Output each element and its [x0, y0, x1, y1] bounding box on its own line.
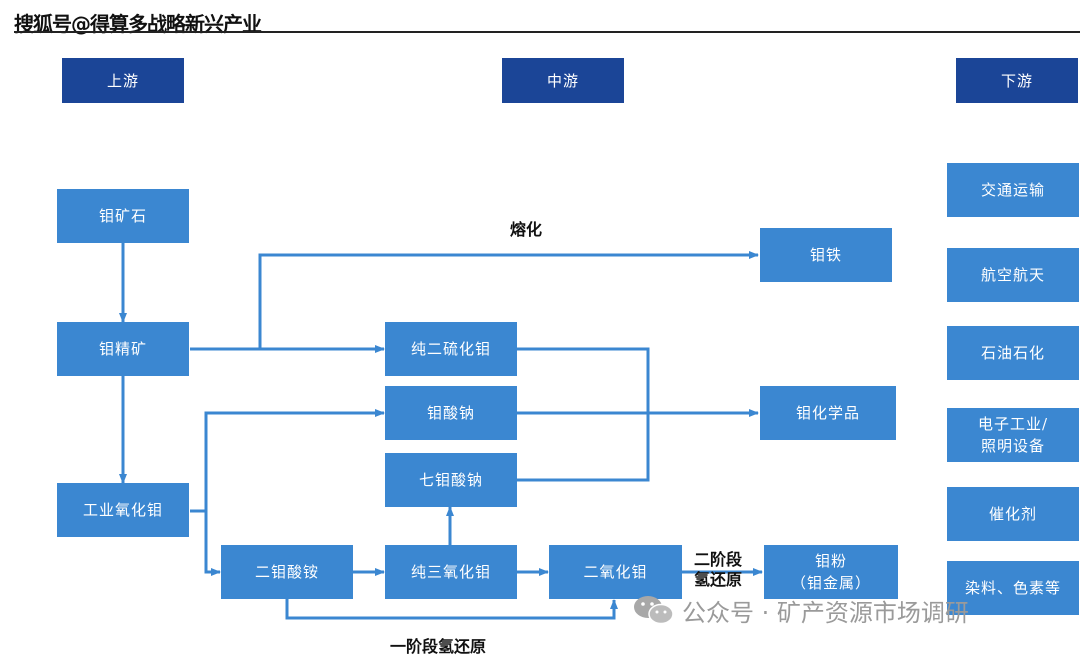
- node-moo2: 二氧化钼: [549, 545, 682, 599]
- label-smelting: 熔化: [510, 220, 543, 239]
- downstream-electronics: 电子工业/ 照明设备: [947, 408, 1079, 462]
- wechat-icon: [634, 596, 674, 625]
- label-stage2-reduction: 二阶段 氢还原: [694, 550, 743, 589]
- downstream-catalyst: 催化剂: [947, 487, 1079, 541]
- arrow-oxide-to-ammonium: [204, 511, 221, 576]
- node-pure-moo3: 纯三氧化钼: [385, 545, 517, 599]
- node-molybdenum-powder: 钼粉 （钼金属）: [764, 545, 898, 599]
- watermark-text: 公众号 · 矿产资源市场调研: [682, 598, 969, 627]
- node-molybdenum-chemicals: 钼化学品: [760, 386, 896, 440]
- watermark: 公众号 · 矿产资源市场调研: [632, 592, 969, 628]
- node-molybdenum-concentrate: 钼精矿: [57, 322, 189, 376]
- column-midstream: 中游: [502, 58, 624, 103]
- arrow-concentrate-to-ferro: [258, 251, 759, 349]
- label-stage1-reduction: 一阶段氢还原: [390, 637, 487, 656]
- node-pure-mos2: 纯二硫化钼: [385, 322, 517, 376]
- node-sodium-molybdate: 钼酸钠: [385, 386, 517, 440]
- node-technical-oxide: 工业氧化钼: [57, 483, 189, 537]
- node-ammonium-dimolybdate: 二钼酸铵: [221, 545, 353, 599]
- node-molybdenum-ore: 钼矿石: [57, 189, 189, 243]
- arrow-oxide-to-sodium-molybdate: [190, 409, 385, 513]
- downstream-aerospace: 航空航天: [947, 248, 1079, 302]
- node-sodium-heptamolybdate: 七钼酸钠: [385, 453, 517, 507]
- downstream-transport: 交通运输: [947, 163, 1079, 217]
- arrow-ammonium-to-moo2: [285, 599, 618, 620]
- header-divider: [14, 31, 1080, 33]
- column-downstream: 下游: [956, 58, 1078, 103]
- column-upstream: 上游: [62, 58, 184, 103]
- downstream-dyes: 染料、色素等: [947, 561, 1079, 615]
- node-ferro-molybdenum: 钼铁: [760, 228, 892, 282]
- downstream-petrochemical: 石油石化: [947, 326, 1079, 380]
